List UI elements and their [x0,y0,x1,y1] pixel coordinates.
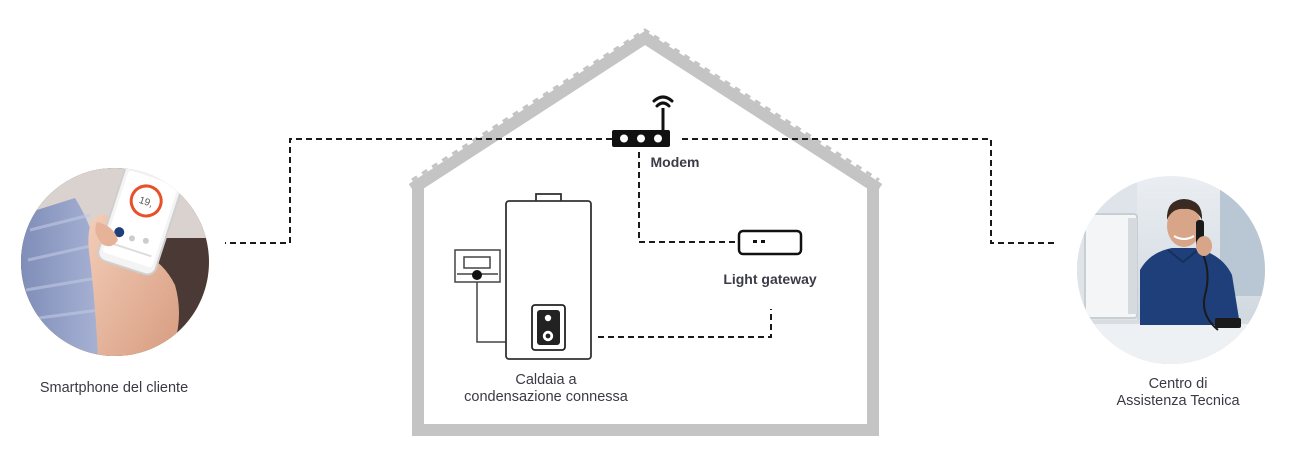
boiler-body [505,200,592,360]
thermostat-display [463,256,491,269]
wifi-signal-icon [652,95,674,103]
thermostat-icon [454,249,506,343]
gateway-icon [737,229,803,256]
technician-photo [1077,176,1265,364]
line-modem-to-assistance [682,138,1055,244]
boiler-label-line2: condensazione connessa [464,389,628,405]
assistance-label-line1: Centro di [1148,376,1208,392]
smartphone-photo: 19, [21,168,209,356]
connection-lines [225,138,1055,338]
boiler-label: Caldaia a condensazione connessa [431,372,661,406]
line-modem-to-gateway [638,152,737,243]
roof-tiles [411,28,880,182]
thermostat-knob [472,270,482,280]
gateway-body [737,229,803,256]
assistance-label: Centro di Assistenza Tecnica [1090,376,1266,410]
modem-icon [612,95,674,147]
line-boiler-to-gateway [598,309,772,338]
light-gateway-label: Light gateway [723,271,817,287]
line-modem-to-smartphone [225,138,612,244]
smartphone-label: Smartphone del cliente [39,380,189,396]
boiler-icon [505,193,592,360]
assistance-label-line2: Assistenza Tecnica [1116,393,1240,409]
boiler-label-line1: Caldaia a [515,372,577,388]
phone-temperature: 19, [137,195,154,210]
thermostat-wire [476,282,506,343]
modem-label: Modem [650,154,700,170]
